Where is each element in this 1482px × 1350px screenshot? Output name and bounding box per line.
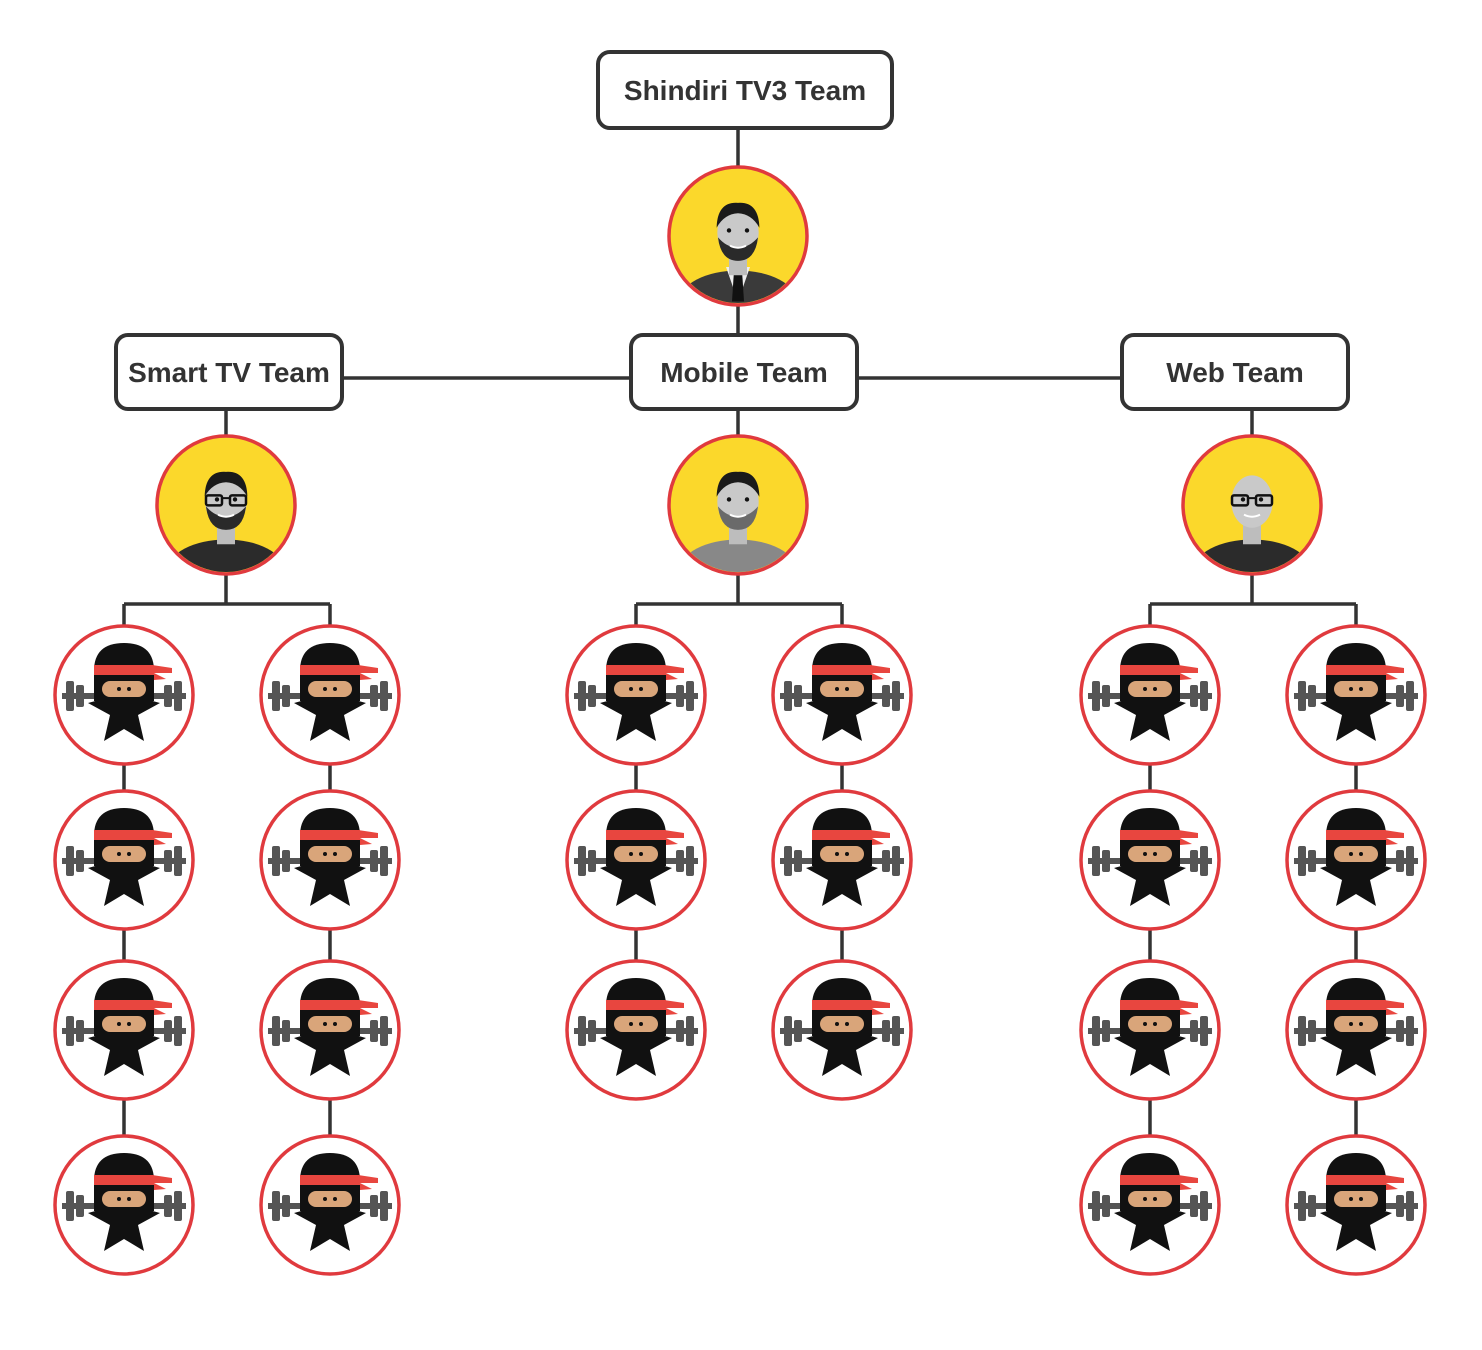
ninja-weightlifter-icon [1287, 961, 1425, 1099]
ninja-weightlifter-icon [773, 961, 911, 1099]
ninja-weightlifter-icon [567, 626, 705, 764]
ninja-weightlifter-icon [55, 961, 193, 1099]
ninja-weightlifter-icon [567, 791, 705, 929]
web-team-box: Web Team [1122, 335, 1348, 409]
ninja-weightlifter-icon [1287, 626, 1425, 764]
mobile-team-box: Mobile Team [631, 335, 857, 409]
ninja-weightlifter-icon [1081, 1136, 1219, 1274]
ninja-weightlifter-icon [261, 626, 399, 764]
root-team-box: Shindiri TV3 Team [598, 52, 892, 128]
ninja-weightlifter-icon [55, 626, 193, 764]
mobile-team-label: Mobile Team [660, 357, 828, 388]
ninja-weightlifter-icon [261, 1136, 399, 1274]
ninja-weightlifter-icon [1081, 961, 1219, 1099]
ninja-weightlifter-icon [261, 791, 399, 929]
ninja-weightlifter-icon [55, 1136, 193, 1274]
ninja-weightlifter-icon [567, 961, 705, 1099]
ninja-weightlifter-icon [1287, 1136, 1425, 1274]
ninja-weightlifter-icon [1081, 791, 1219, 929]
root-team-label: Shindiri TV3 Team [624, 75, 866, 106]
web-team-label: Web Team [1166, 357, 1303, 388]
ninja-weightlifter-icon [773, 626, 911, 764]
smart-tv-team-box: Smart TV Team [116, 335, 342, 409]
team-members [55, 626, 1425, 1274]
ninja-weightlifter-icon [1287, 791, 1425, 929]
ninja-weightlifter-icon [773, 791, 911, 929]
smart-tv-team-label: Smart TV Team [128, 357, 330, 388]
ninja-weightlifter-icon [55, 791, 193, 929]
ninja-weightlifter-icon [261, 961, 399, 1099]
ninja-weightlifter-icon [1081, 626, 1219, 764]
